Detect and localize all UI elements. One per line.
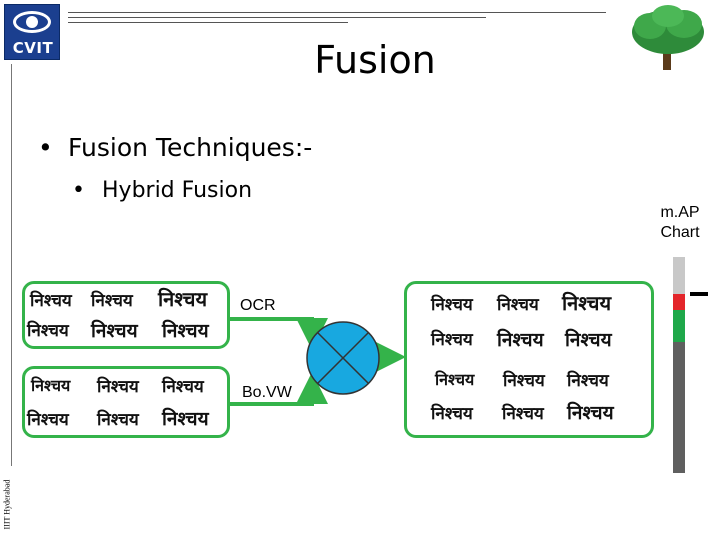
devanagari-word: निश्चय bbox=[97, 377, 139, 397]
bullet-dot-icon: • bbox=[38, 133, 53, 162]
bullet-fusion-techniques: • Fusion Techniques:- bbox=[38, 133, 312, 162]
devanagari-word: निश्चय bbox=[30, 291, 72, 311]
ocr-label: OCR bbox=[240, 297, 276, 314]
devanagari-word: निश्चय bbox=[497, 295, 539, 315]
devanagari-word: निश्चय bbox=[27, 410, 69, 430]
devanagari-word: निश्चय bbox=[567, 402, 614, 424]
devanagari-word: निश्चय bbox=[97, 410, 139, 430]
map-bar-red bbox=[673, 294, 685, 310]
bullet-dot-icon: • bbox=[72, 178, 85, 203]
page-title: Fusion bbox=[314, 38, 436, 82]
devanagari-word: निश्चय bbox=[91, 291, 133, 311]
ocr-connector bbox=[230, 317, 328, 350]
fused-result-box: निश्चय निश्चय निश्चय निश्चय निश्चय निश्च… bbox=[404, 281, 654, 438]
side-rule bbox=[11, 64, 12, 466]
map-label-line2: Chart bbox=[660, 224, 700, 241]
map-bar-green bbox=[673, 310, 685, 342]
devanagari-word: निश्चय bbox=[565, 329, 612, 351]
tree-logo-icon bbox=[632, 5, 704, 70]
devanagari-word: निश्चय bbox=[27, 321, 69, 341]
map-label-line1: m.AP bbox=[660, 204, 700, 221]
bullet-hybrid-fusion: • Hybrid Fusion bbox=[72, 178, 252, 203]
pupil-shape bbox=[26, 16, 38, 28]
devanagari-word: निश्चय bbox=[431, 404, 473, 424]
map-marker bbox=[690, 292, 708, 296]
map-bar bbox=[673, 257, 685, 473]
devanagari-word: निश्चय bbox=[158, 287, 208, 311]
devanagari-word: निश्चय bbox=[502, 404, 544, 424]
bovw-connector bbox=[230, 372, 328, 406]
devanagari-word: निश्चय bbox=[503, 371, 545, 391]
map-bar-top bbox=[673, 257, 685, 294]
bullet-text: Fusion Techniques:- bbox=[68, 133, 313, 162]
devanagari-word: निश्चय bbox=[562, 291, 612, 315]
devanagari-word: निश्चय bbox=[497, 329, 544, 351]
logo-text: CVIT bbox=[12, 39, 54, 57]
fusion-operator-icon bbox=[306, 321, 380, 395]
side-footer-text: IIIT Hyderabad bbox=[2, 479, 12, 530]
cvit-logo: CVIT bbox=[4, 4, 60, 60]
eye-icon bbox=[13, 11, 51, 33]
devanagari-word: निश्चय bbox=[31, 376, 71, 395]
devanagari-word: निश्चय bbox=[91, 320, 138, 342]
ocr-image-box: निश्चय निश्चय निश्चय निश्चय निश्चय निश्च… bbox=[22, 281, 230, 349]
header-rule bbox=[68, 22, 348, 23]
header-rule bbox=[68, 17, 486, 18]
devanagari-word: निश्चय bbox=[431, 330, 473, 350]
devanagari-word: निश्चय bbox=[162, 320, 209, 342]
bullet-text: Hybrid Fusion bbox=[102, 178, 253, 203]
bovw-image-box: निश्चय निश्चय निश्चय निश्चय निश्चय निश्च… bbox=[22, 366, 230, 438]
header-rule bbox=[68, 12, 606, 13]
devanagari-word: निश्चय bbox=[567, 371, 609, 391]
devanagari-word: निश्चय bbox=[162, 408, 209, 430]
bovw-label: Bo.VW bbox=[242, 384, 292, 401]
devanagari-word: निश्चय bbox=[431, 295, 473, 315]
map-chart-label: m.AP Chart bbox=[650, 203, 710, 243]
devanagari-word: निश्चय bbox=[162, 377, 204, 397]
devanagari-word: निश्चय bbox=[435, 370, 475, 389]
